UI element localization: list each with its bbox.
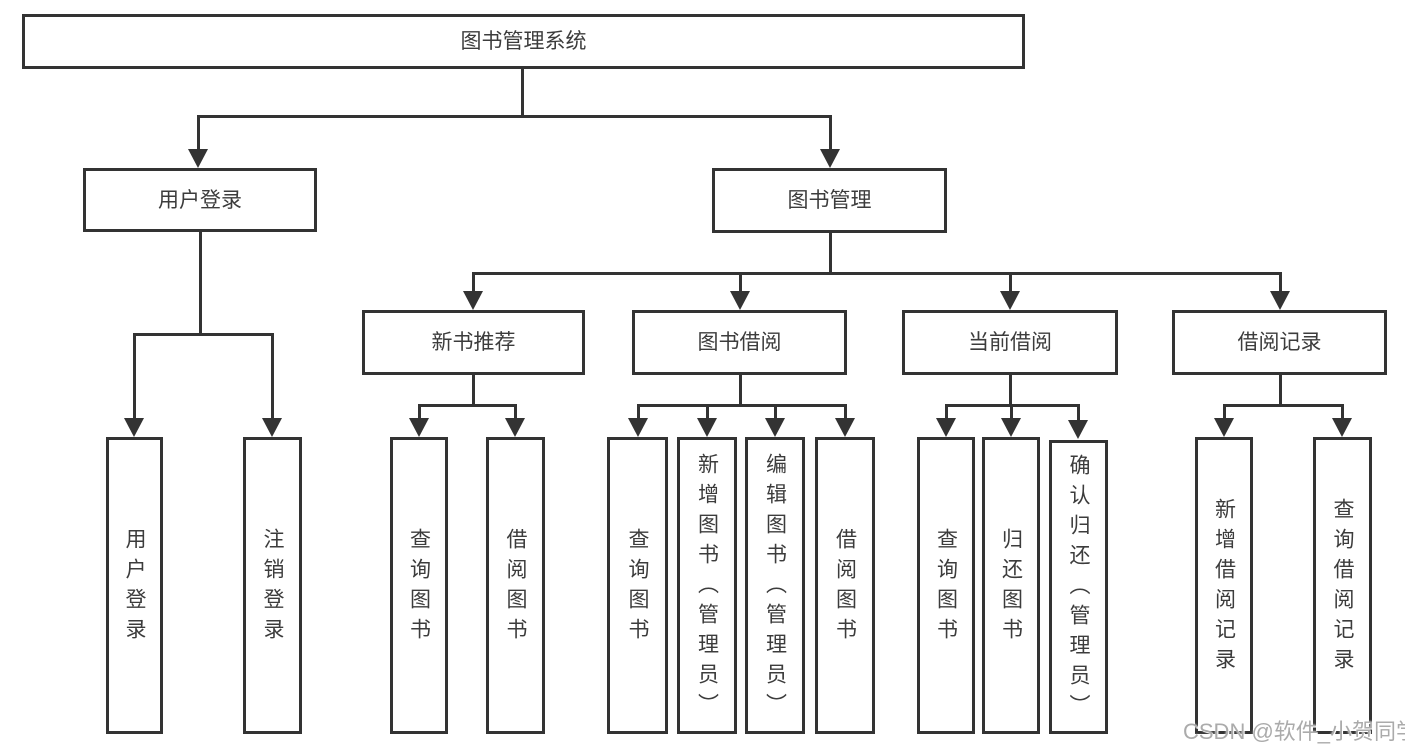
leaf-borrow-books-recommend: 借阅图书 xyxy=(486,437,545,734)
connector-drop-leaf xyxy=(133,333,136,419)
node-label: 借阅记录 xyxy=(1237,331,1322,354)
connector-book-mgmt-stem xyxy=(829,233,832,275)
connector-drop-leaf xyxy=(1010,404,1013,419)
node-label: 编辑图书（管理员） xyxy=(763,452,787,723)
node-label: 归还图书 xyxy=(999,527,1023,648)
arrow-down-icon xyxy=(1214,418,1234,437)
node-label: 查询借阅记录 xyxy=(1331,497,1354,678)
connector-new-books-stem xyxy=(472,375,475,407)
leaf-borrow-books: 借阅图书 xyxy=(815,437,875,734)
csdn-watermark: CSDN @软件_小贺同学 xyxy=(1183,719,1405,744)
leaf-user-login: 用户登录 xyxy=(106,437,163,734)
arrow-down-icon xyxy=(409,418,429,437)
connector-level2-bar xyxy=(197,115,832,118)
connector-new-books-bar xyxy=(418,404,517,407)
connector-root-stem xyxy=(521,69,524,117)
arrow-down-icon xyxy=(697,418,717,437)
connector-drop-new-books xyxy=(472,272,475,292)
leaf-add-books-admin: 新增图书（管理员） xyxy=(677,437,737,734)
leaf-query-books-recommend: 查询图书 xyxy=(390,437,448,734)
node-label: 用户登录 xyxy=(123,527,146,648)
node-label: 借阅图书 xyxy=(504,527,527,648)
connector-drop-leaf xyxy=(844,404,847,419)
node-new-book-recommendation: 新书推荐 xyxy=(362,310,585,375)
node-library-management-system: 图书管理系统 xyxy=(22,14,1025,69)
connector-book-borrow-bar xyxy=(637,404,847,407)
connector-borrow-records-stem xyxy=(1279,375,1282,407)
arrow-down-icon xyxy=(505,418,525,437)
connector-drop-leaf xyxy=(637,404,640,419)
connector-drop-leaf xyxy=(514,404,517,419)
connector-current-borrow-stem xyxy=(1009,375,1012,407)
node-book-management: 图书管理 xyxy=(712,168,947,233)
node-borrowing-records: 借阅记录 xyxy=(1172,310,1387,375)
node-label: 注销登录 xyxy=(261,527,284,648)
leaf-query-books-borrow: 查询图书 xyxy=(607,437,668,734)
arrow-down-icon xyxy=(730,291,750,310)
node-label: 新增图书（管理员） xyxy=(695,452,719,723)
arrow-down-icon xyxy=(835,418,855,437)
arrow-down-icon xyxy=(124,418,144,437)
leaf-add-borrow-record: 新增借阅记录 xyxy=(1195,437,1253,734)
arrow-down-icon xyxy=(1332,418,1352,437)
leaf-logout: 注销登录 xyxy=(243,437,302,734)
connector-drop-borrow-records xyxy=(1279,272,1282,292)
leaf-return-books: 归还图书 xyxy=(982,437,1040,734)
arrow-down-icon xyxy=(936,418,956,437)
node-label: 新增借阅记录 xyxy=(1212,497,1236,678)
arrow-down-icon xyxy=(1000,291,1020,310)
connector-drop-leaf xyxy=(1223,404,1226,419)
arrow-down-icon xyxy=(262,418,282,437)
connector-drop-leaf xyxy=(1341,404,1344,419)
node-label: 用户登录 xyxy=(158,188,242,212)
connector-borrow-records-bar xyxy=(1223,404,1344,407)
connector-user-login-bar xyxy=(133,333,274,336)
arrow-down-icon xyxy=(1001,418,1021,437)
node-label: 图书管理系统 xyxy=(460,30,587,53)
node-label: 借阅图书 xyxy=(833,527,857,648)
connector-drop-book-mgmt xyxy=(829,115,832,150)
arrow-down-icon xyxy=(463,291,483,310)
arrow-down-icon xyxy=(820,149,840,168)
connector-drop-leaf xyxy=(1077,404,1080,422)
connector-book-borrow-stem xyxy=(739,375,742,407)
node-current-borrowing: 当前借阅 xyxy=(902,310,1118,375)
arrow-down-icon xyxy=(628,418,648,437)
node-label: 查询图书 xyxy=(407,527,431,648)
arrow-down-icon xyxy=(765,418,785,437)
node-label: 图书借阅 xyxy=(697,331,782,354)
arrow-down-icon xyxy=(1068,420,1088,439)
connector-user-login-stem xyxy=(199,232,202,336)
leaf-query-books-current: 查询图书 xyxy=(917,437,975,734)
connector-drop-leaf xyxy=(945,404,948,419)
node-label: 当前借阅 xyxy=(968,331,1052,354)
connector-drop-leaf xyxy=(774,404,777,419)
node-label: 新书推荐 xyxy=(431,331,516,354)
leaf-confirm-return-admin: 确认归还（管理员） xyxy=(1049,440,1108,734)
connector-drop-leaf xyxy=(706,404,709,419)
connector-drop-leaf xyxy=(418,404,421,419)
node-user-login: 用户登录 xyxy=(83,168,317,232)
connector-drop-current-borrow xyxy=(1009,272,1012,292)
connector-drop-user-login xyxy=(197,115,200,150)
node-label: 确认归还（管理员） xyxy=(1067,454,1090,724)
leaf-edit-books-admin: 编辑图书（管理员） xyxy=(745,437,805,734)
connector-level3-bar xyxy=(472,272,1282,275)
leaf-query-borrow-record: 查询借阅记录 xyxy=(1313,437,1372,734)
node-label: 图书管理 xyxy=(787,189,872,212)
node-book-borrowing: 图书借阅 xyxy=(632,310,847,375)
node-label: 查询图书 xyxy=(626,527,649,648)
connector-drop-book-borrow xyxy=(739,272,742,292)
node-label: 查询图书 xyxy=(934,527,958,648)
connector-drop-leaf xyxy=(271,333,274,419)
arrow-down-icon xyxy=(1270,291,1290,310)
arrow-down-icon xyxy=(188,149,208,168)
